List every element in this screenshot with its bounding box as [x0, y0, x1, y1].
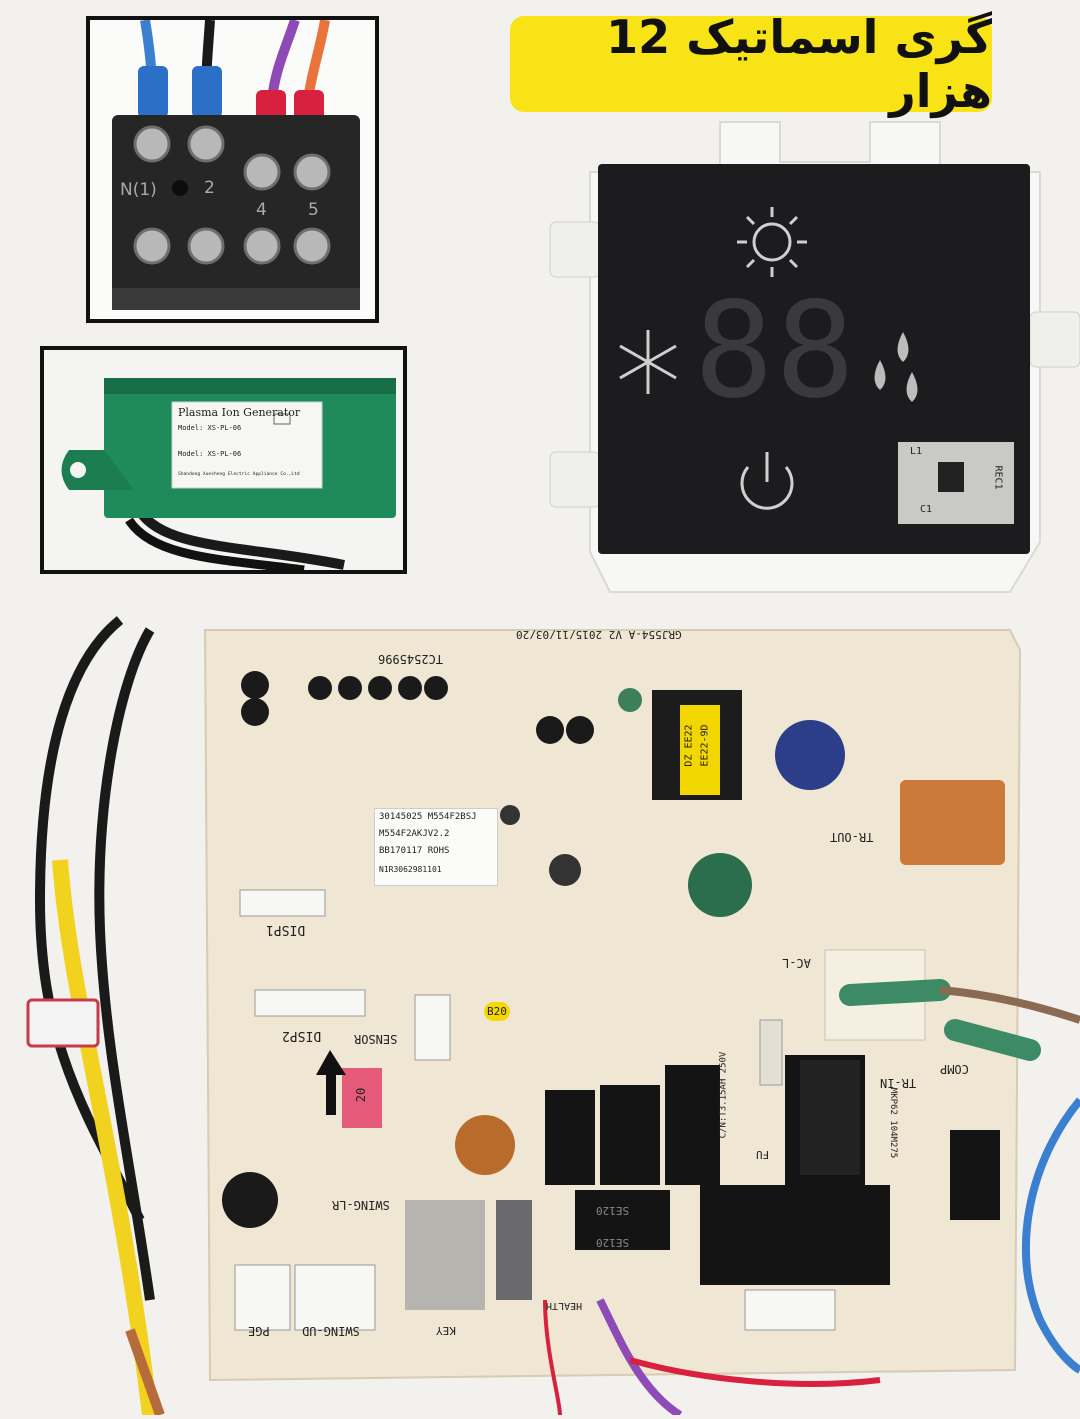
display-board-illustration	[549, 121, 1080, 593]
label-sensor: SENSOR	[354, 1032, 398, 1046]
label-cap-x2: MKP62 104M275	[888, 1087, 899, 1159]
label-comp: COMP	[940, 1062, 969, 1076]
sticker-line-1: 30145025 M554F2BSJ	[379, 812, 477, 822]
plasma-title: Plasma Ion Generator	[178, 406, 301, 419]
seven-segment-display: 88	[694, 274, 857, 428]
plasma-model-1: Model: XS-PL-06	[178, 424, 242, 432]
droplet-icon	[874, 332, 918, 402]
label-pge: PGE	[248, 1324, 270, 1338]
power-icon	[740, 452, 794, 510]
label-ac-l: AC-L	[782, 956, 811, 970]
label-swing-lr: SWING-LR	[332, 1198, 390, 1212]
label-b20: B20	[484, 1002, 510, 1021]
snowflake-icon	[619, 330, 677, 394]
pcb-board-id: GRJ554-A V2 2015/11/03/20	[516, 628, 682, 641]
pcb-photo: GRJ554-A V2 2015/11/03/20 TC2545996 3014…	[0, 600, 1080, 1419]
plasma-maker: Shandong Xuesheng Electric Appliance Co.…	[178, 472, 300, 477]
terminal-label-4: 4	[256, 200, 267, 220]
plasma-model-2: Model: XS-PL-06	[178, 450, 242, 458]
label-transformer-2: EE22-9D	[699, 724, 711, 767]
receiver-label-rec1: REC1	[992, 465, 1004, 490]
plasma-generator-illustration	[61, 378, 396, 570]
sticker-line-3: BB170117 ROHS	[379, 846, 450, 856]
terminal-label-5: 5	[308, 200, 319, 220]
plasma-generator-photo: Plasma Ion Generator Model: XS-PL-06 Mod…	[40, 346, 407, 574]
terminal-label-n1: N(1)	[120, 180, 157, 200]
terminal-block-photo: N(1) 2 4 5	[86, 16, 379, 323]
pcb-sticker: 30145025 M554F2BSJ M554F2AKJV2.2 BB17011…	[374, 808, 498, 886]
terminal-block-illustration	[112, 20, 360, 310]
sun-icon	[737, 207, 807, 277]
label-transformer-1: DZ EE22	[683, 724, 695, 767]
title-text: گری اسماتیک 12 هزار	[606, 10, 992, 118]
label-fu: FU	[756, 1148, 770, 1161]
label-disp2: DISP2	[282, 1028, 322, 1043]
title-badge: گری اسماتیک 12 هزار	[510, 10, 992, 118]
label-key: KEY	[436, 1324, 456, 1337]
label-relay-1: SE120	[596, 1204, 630, 1217]
label-connector-20: 20	[354, 1087, 369, 1103]
receiver-label-c1: C1	[920, 504, 933, 515]
terminal-label-2: 2	[204, 178, 215, 198]
sticker-line-2: M554F2AKJV2.2	[379, 829, 450, 839]
label-swing-ud: SWING-UD	[302, 1324, 360, 1338]
receiver-label-l1: L1	[910, 446, 923, 457]
label-relay-2: SE120	[596, 1236, 630, 1249]
label-disp1: DISP1	[266, 922, 306, 937]
label-health: HEALTH	[546, 1300, 583, 1311]
sticker-line-4: N1R3062981101	[379, 865, 442, 874]
pcb-code-top: TC2545996	[378, 652, 444, 666]
label-tr-out: TR-OUT	[830, 830, 874, 844]
pcb-illustration	[26, 616, 1080, 1419]
label-fuse: C/N:T3.15AH 250V	[718, 1051, 729, 1139]
display-board-photo: 88 L1 C1 REC1	[540, 112, 1080, 602]
